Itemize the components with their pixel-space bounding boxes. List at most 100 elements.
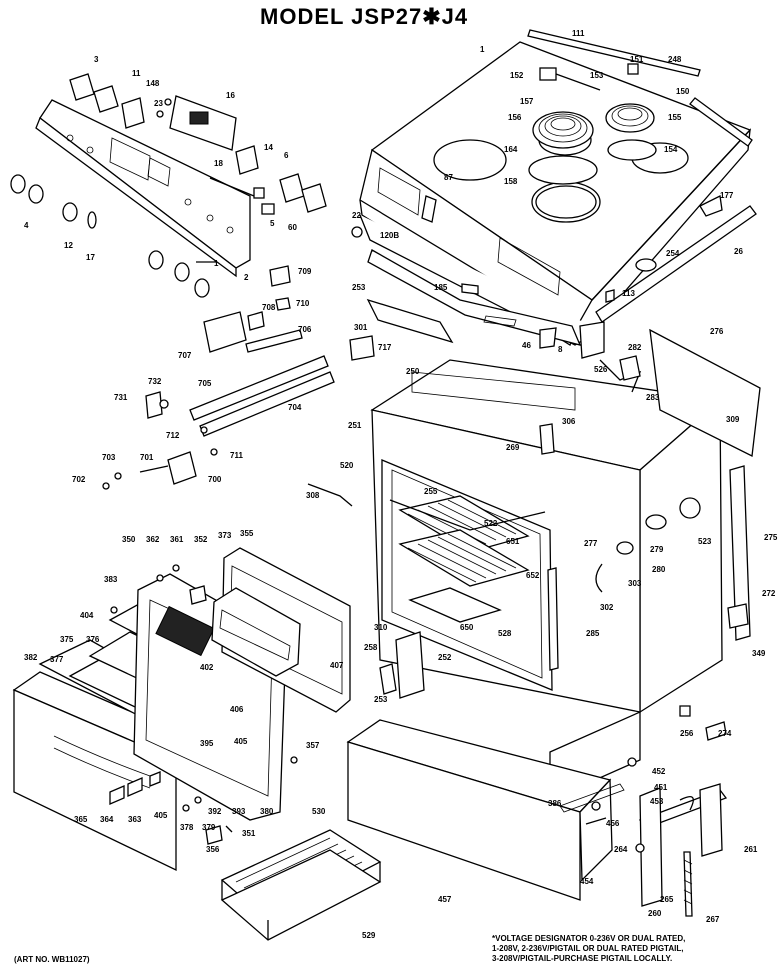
note-line: *VOLTAGE DESIGNATOR 0-236V OR DUAL RATED… (492, 934, 686, 943)
callout: 377 (50, 655, 64, 664)
callout: 282 (628, 343, 642, 352)
callout: 453 (650, 797, 664, 806)
callout: 652 (526, 571, 540, 580)
callout: 283 (646, 393, 660, 402)
callout: 529 (362, 931, 376, 940)
callout: 26 (734, 247, 743, 256)
diagram-title: MODEL JSP27✱J4 (260, 4, 469, 29)
callout: 709 (298, 267, 312, 276)
callout: 375 (60, 635, 74, 644)
callout: 251 (348, 421, 362, 430)
callout: 363 (128, 815, 142, 824)
callout: 395 (200, 739, 214, 748)
callout: 285 (586, 629, 600, 638)
surface-unit-large (528, 111, 598, 219)
cooktop-frame (349, 205, 757, 361)
callout: 254 (666, 249, 680, 258)
oven-door-assembly (12, 547, 351, 872)
callout: 350 (122, 535, 136, 544)
callout: 349 (752, 649, 766, 658)
callout: 274 (718, 729, 732, 738)
callout: 12 (64, 241, 73, 250)
callout: 706 (298, 325, 312, 334)
callout: 156 (508, 113, 522, 122)
callout: 700 (208, 475, 222, 484)
callout: 250 (406, 367, 420, 376)
infinite-switch-left (69, 73, 119, 113)
callout: 253 (352, 283, 366, 292)
callout: 378 (180, 823, 194, 832)
slide-rails (102, 311, 335, 490)
callout: 526 (594, 365, 608, 374)
callout: 708 (262, 303, 276, 312)
callout: 185 (434, 283, 448, 292)
callout: 386 (548, 799, 562, 808)
callout: 276 (710, 327, 724, 336)
callout: 701 (140, 453, 154, 462)
cooktop-assembly (351, 29, 753, 346)
callout: 248 (668, 55, 682, 64)
callout: 255 (424, 487, 438, 496)
callout: 382 (24, 653, 38, 662)
callout: 87 (444, 173, 453, 182)
callout: 406 (230, 705, 244, 714)
callout: 279 (650, 545, 664, 554)
callout: 452 (652, 767, 666, 776)
callout: 8 (558, 345, 563, 354)
callout: 3 (94, 55, 99, 64)
callout: 280 (652, 565, 666, 574)
callout: 520 (340, 461, 354, 470)
control-knobs (10, 174, 210, 298)
callout: 404 (80, 611, 94, 620)
callout: 277 (584, 539, 598, 548)
callout: 11 (132, 69, 141, 78)
callout: 380 (260, 807, 274, 816)
callout: 357 (306, 741, 320, 750)
callout: 23 (154, 99, 163, 108)
callout: 158 (504, 177, 518, 186)
callout: 275 (764, 533, 778, 542)
callout: 379 (202, 823, 216, 832)
callout: 113 (622, 289, 635, 298)
oven-cabinet (307, 328, 761, 802)
callout: 14 (264, 143, 273, 152)
callout: 392 (208, 807, 222, 816)
note-line: 1-208V, 2-236V/PIGTAIL OR DUAL RATED PIG… (492, 944, 684, 953)
callout: 402 (200, 663, 214, 672)
callout-labels: 111 1 151 248 152 153 150 157 155 156 16… (24, 29, 778, 940)
callout: 1 (480, 45, 485, 54)
callout: 356 (206, 845, 220, 854)
surface-unit-small (605, 103, 657, 161)
callout: 717 (378, 343, 392, 352)
callout: 260 (648, 909, 662, 918)
callout: 265 (660, 895, 674, 904)
callout: 308 (306, 491, 320, 500)
callout: 530 (312, 807, 326, 816)
callout: 111 (572, 29, 585, 38)
callout: 120B (380, 231, 399, 240)
callout: 60 (288, 223, 297, 232)
callout: 306 (562, 417, 576, 426)
callout: 264 (614, 845, 628, 854)
callout: 2 (244, 273, 249, 282)
callout: 710 (296, 299, 310, 308)
callout: 707 (178, 351, 192, 360)
callout: 269 (506, 443, 520, 452)
callout: 309 (726, 415, 740, 424)
callout: 5 (270, 219, 275, 228)
callout: 302 (600, 603, 614, 612)
callout: 22 (352, 211, 361, 220)
callout: 256 (680, 729, 694, 738)
callout: 4 (24, 221, 29, 230)
callout: 457 (438, 895, 452, 904)
callout: 405 (234, 737, 248, 746)
callout: 732 (148, 377, 162, 386)
callout: 351 (242, 829, 256, 838)
callout: 528 (498, 629, 512, 638)
callout: 523 (698, 537, 712, 546)
callout: 46 (522, 341, 531, 350)
callout: 18 (214, 159, 223, 168)
storage-drawer (346, 705, 728, 917)
callout: 252 (438, 653, 452, 662)
